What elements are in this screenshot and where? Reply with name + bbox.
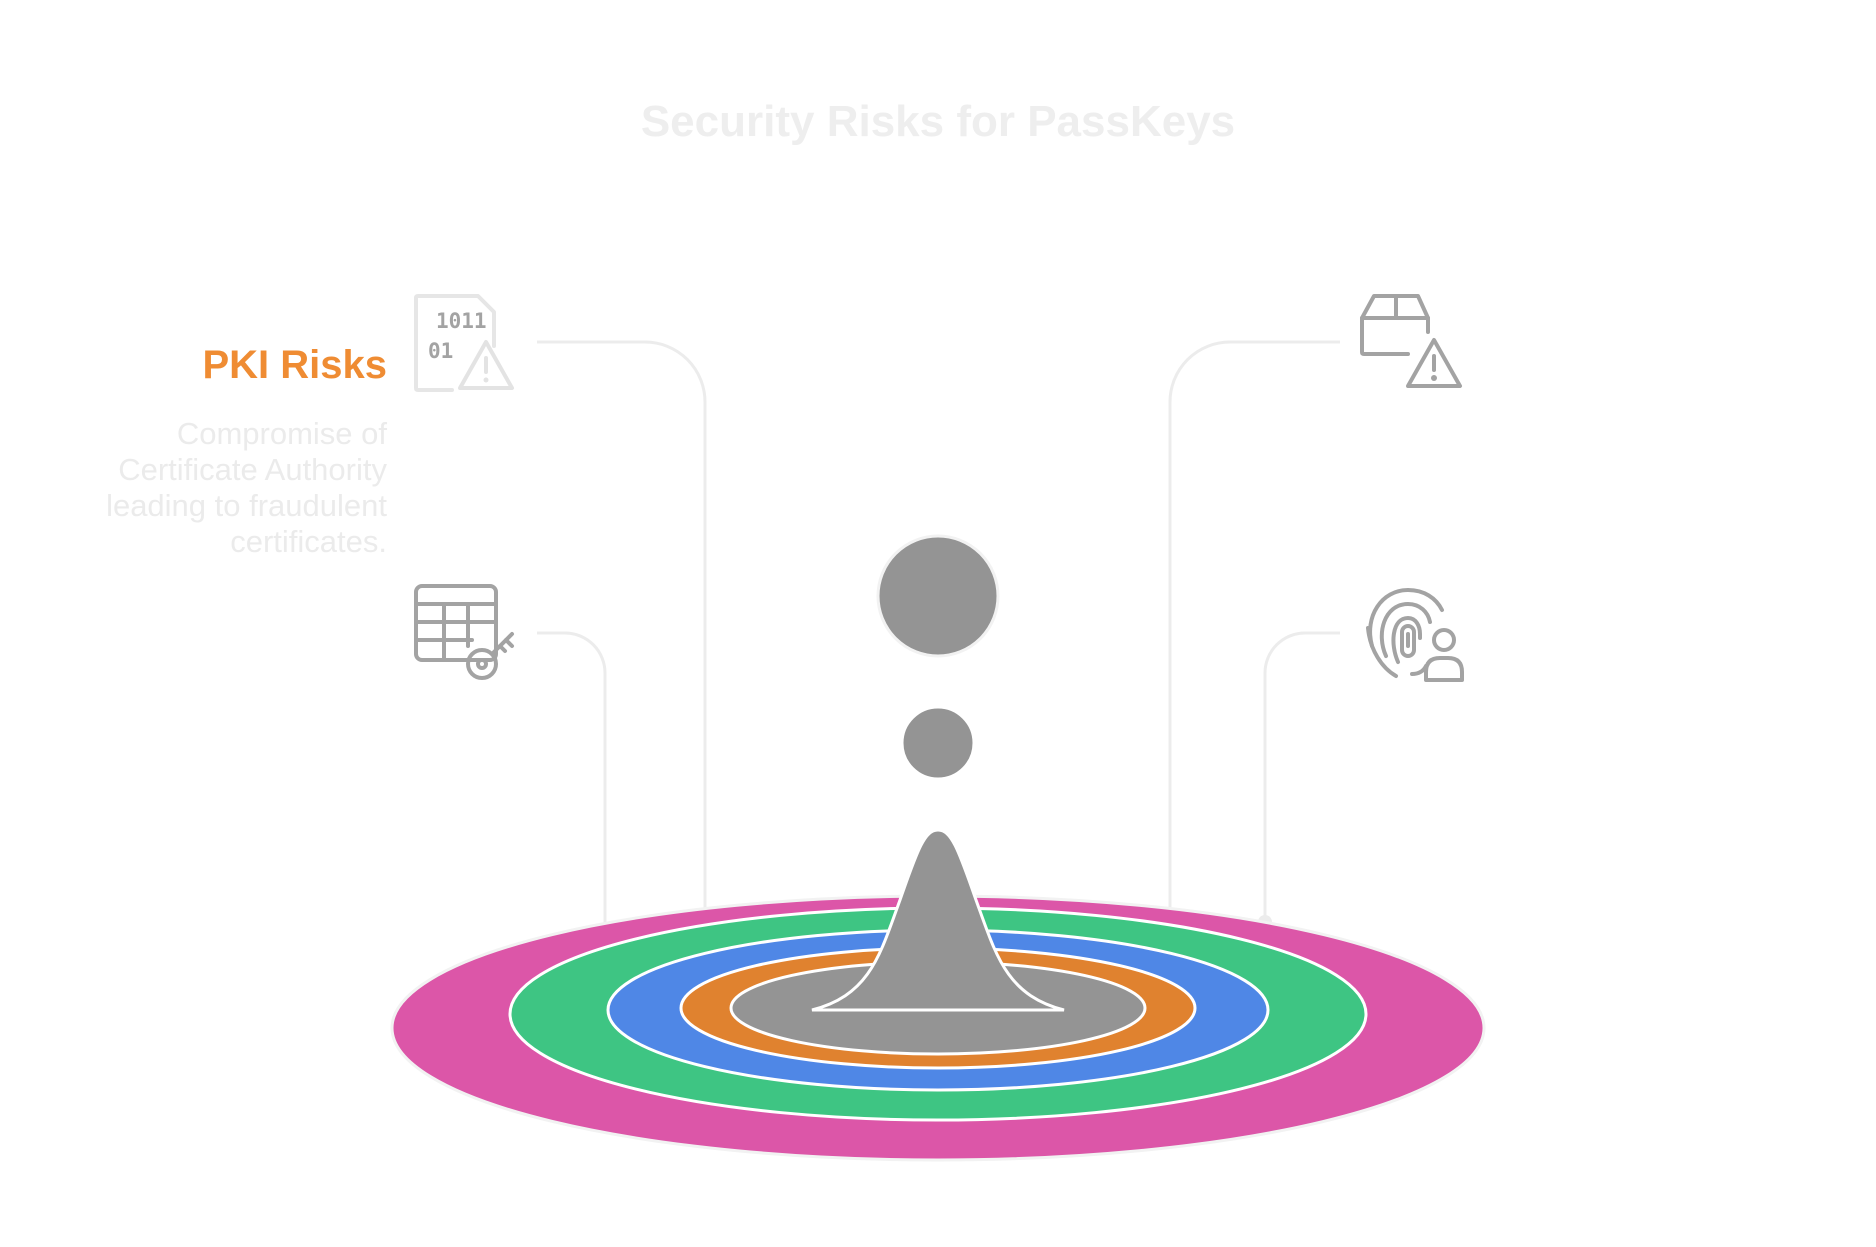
diagram-title: Security Risks for PassKeys [641, 97, 1235, 146]
callout-description-line: leading to fraudulent [106, 488, 387, 523]
svg-text:1011: 1011 [436, 309, 487, 333]
large-drop [876, 534, 1000, 658]
leader-line-package [1168, 340, 1340, 952]
svg-text:01: 01 [428, 339, 453, 363]
splash-peak [811, 828, 1065, 1012]
package-warning-icon [1360, 294, 1462, 388]
leader-line-table-key [537, 631, 607, 948]
small-drop [900, 705, 976, 781]
fingerprint-user-icon [1366, 588, 1464, 682]
callout-title: PKI Risks [202, 343, 387, 387]
table-key-icon [414, 584, 514, 680]
callout-pki-risks: PKI Risks Compromise of Certificate Auth… [106, 343, 387, 559]
callout-description-line: certificates. [230, 524, 387, 559]
callout-description-line: Compromise of [177, 416, 388, 451]
leader-line-pki [537, 340, 707, 980]
callout-description-line: Certificate Authority [118, 452, 387, 487]
binary-file-warning-icon: 1011 01 [414, 294, 514, 392]
water-drop-splash [811, 534, 1065, 1012]
leader-line-fingerprint [1263, 631, 1340, 920]
